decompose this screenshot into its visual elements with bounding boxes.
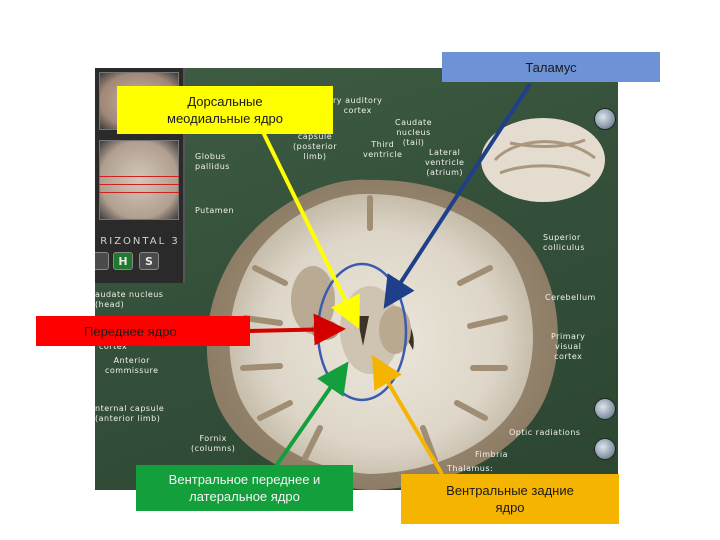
label-globus-pallidus: Globus pallidus (195, 152, 230, 171)
zoom-tool-icon[interactable] (594, 108, 616, 130)
label-thalamus-bottom: Thalamus: (447, 464, 494, 473)
section-marker-line (99, 192, 179, 193)
label-anterior-commissure: Anterior commissure (105, 356, 159, 375)
callout-ventral-posterior-nucleus: Вентральные задние ядро (401, 474, 619, 524)
prev-view-button[interactable] (95, 252, 109, 270)
cerebellum-thumbnail (481, 118, 605, 202)
label-optic-radiations: Optic radiations (509, 428, 581, 437)
label-internal-capsule-anterior: nternal capsule (anterior limb) (95, 404, 165, 423)
label-third-ventricle: Third ventricle (363, 140, 403, 159)
section-marker-line (99, 184, 179, 185)
label-caudate-head: audate nucleus (head) (95, 290, 164, 309)
callout-anterior-nucleus: Переднее ядро (36, 316, 250, 346)
label-fimbria: Fimbria (475, 450, 509, 459)
brain-section-thumbnail[interactable] (99, 140, 179, 220)
label-superior-colliculus: Superior colliculus (543, 233, 585, 252)
label-primary-visual-cortex: Primary visual cortex (551, 332, 586, 361)
label-cortex: cortex (99, 342, 128, 351)
settings-tool-icon[interactable] (594, 438, 616, 460)
callout-ventral-anterior-lateral-nucleus: Вентральное переднее и латеральное ядро (136, 465, 353, 511)
posterior-thalamus-shape (379, 306, 411, 354)
label-lateral-ventricle: Lateral ventricle (atrium) (425, 148, 465, 177)
view-label: RIZONTAL 3 (100, 236, 180, 247)
label-putamen: Putamen (195, 206, 235, 215)
magnifier-tool-icon[interactable] (594, 398, 616, 420)
callout-thalamus: Таламус (442, 52, 660, 82)
label-fornix: Fornix (columns) (191, 434, 236, 453)
sagittal-view-button[interactable]: S (139, 252, 159, 270)
label-auditory-cortex: ry auditory cortex (333, 96, 383, 115)
label-cerebellum: Cerebellum (545, 293, 596, 302)
horizontal-view-button[interactable]: H (113, 252, 133, 270)
caudate-shape (311, 320, 339, 340)
section-marker-line (99, 176, 179, 177)
label-internal-capsule-posterior: capsule (posterior limb) (293, 132, 338, 161)
callout-dorsal-medial-nucleus: Дорсальные меодиальные ядро (117, 86, 333, 134)
